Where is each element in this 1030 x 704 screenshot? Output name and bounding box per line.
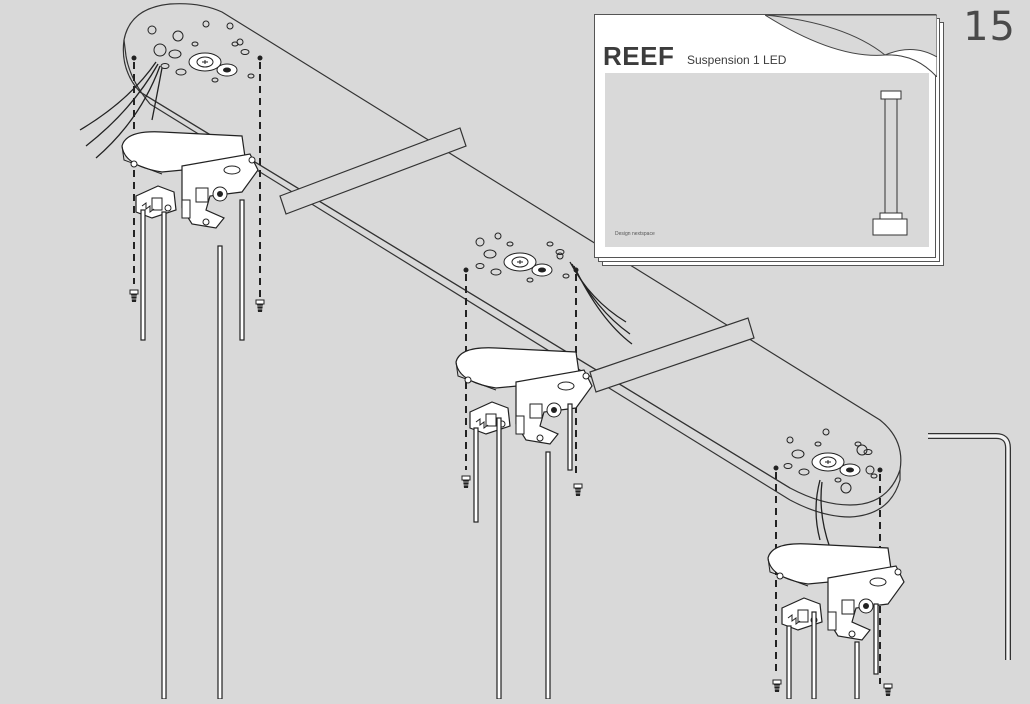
- cover-designer: Design nextspace: [615, 231, 655, 237]
- page-number: 15: [963, 4, 1016, 50]
- cover-model: Suspension 1 LED: [687, 53, 787, 67]
- cover-brand: REEF: [603, 41, 675, 71]
- led-pendant-icon: [872, 90, 908, 236]
- page-curl: [765, 14, 937, 77]
- cross-bars: [279, 127, 755, 393]
- cover-illustration-panel: [605, 73, 929, 247]
- cover-front-page: 02 REEF Suspension 1 LED Design nextspac…: [594, 14, 937, 258]
- manual-cover: 02 REEF Suspension 1 LED Design nextspac…: [592, 12, 948, 266]
- hex-key-icon: [928, 433, 1011, 660]
